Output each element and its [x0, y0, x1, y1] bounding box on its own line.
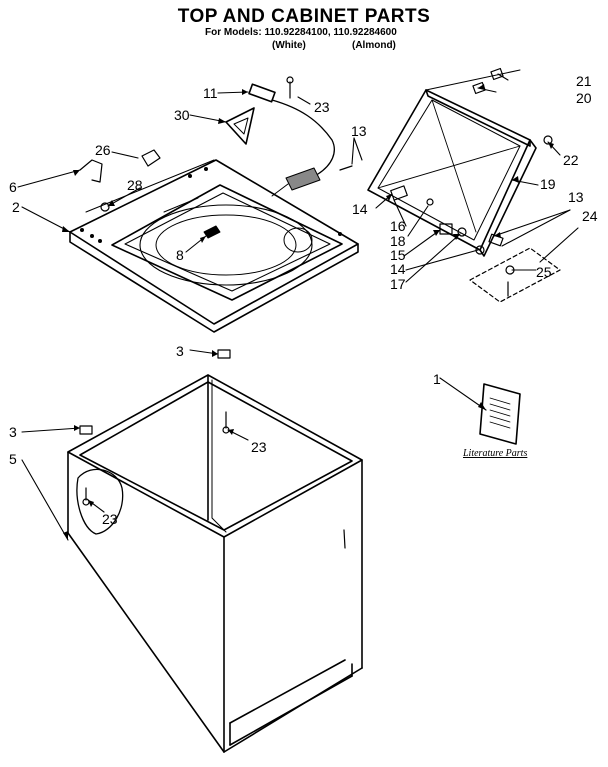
callout-14-lower: 14: [390, 261, 406, 277]
page-title: TOP AND CABINET PARTS: [177, 6, 431, 27]
callout-3-top: 3: [176, 343, 184, 359]
callout-13-right: 13: [568, 189, 584, 205]
models-line: For Models: 110.92284100, 110.92284600: [205, 27, 397, 38]
callout-24: 24: [582, 208, 598, 224]
part-30: [225, 107, 255, 145]
callout-21: 21: [576, 73, 592, 89]
callout-23-cabinet: 23: [251, 439, 267, 455]
callout-26: 26: [95, 142, 111, 158]
callout-8: 8: [176, 247, 184, 263]
callout-13-top: 13: [351, 123, 367, 139]
color-white-label: (White): [272, 40, 306, 51]
top-panel: [69, 159, 359, 333]
callout-22: 22: [563, 152, 579, 168]
callout-14-upper: 14: [352, 201, 368, 217]
cabinet: [67, 374, 363, 753]
callout-5: 5: [9, 451, 17, 467]
switch-harness: [248, 83, 335, 197]
callout-2: 2: [12, 199, 20, 215]
callout-19: 19: [540, 176, 556, 192]
callout-18: 18: [390, 233, 406, 249]
callout-23-top: 23: [314, 99, 330, 115]
callout-20: 20: [576, 90, 592, 106]
literature-parts-label: Literature Parts: [463, 448, 528, 459]
callout-6: 6: [9, 179, 17, 195]
callout-28: 28: [127, 177, 143, 193]
callout-1: 1: [433, 371, 441, 387]
literature-booklet: [479, 383, 521, 445]
leader-arrowheads: [62, 84, 554, 540]
callout-30: 30: [174, 107, 190, 123]
callout-16: 16: [390, 218, 406, 234]
callout-23-panel: 23: [102, 511, 118, 527]
hardware: [79, 67, 561, 506]
callout-11: 11: [203, 85, 218, 101]
callout-3-bottom: 3: [9, 424, 17, 440]
callout-15: 15: [390, 247, 406, 263]
callout-25: 25: [536, 264, 552, 280]
callout-17: 17: [390, 276, 406, 292]
color-almond-label: (Almond): [352, 40, 396, 51]
